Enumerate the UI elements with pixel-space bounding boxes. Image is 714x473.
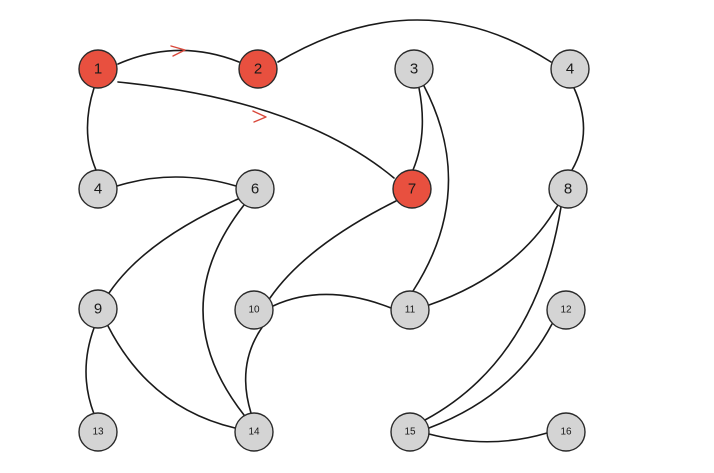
node-circle-n6 bbox=[235, 169, 275, 209]
node-label-n16: 16 bbox=[560, 427, 572, 438]
edge-n8-n15 bbox=[424, 206, 562, 421]
edge-n4a-n8 bbox=[571, 87, 585, 171]
node-n14: 14 bbox=[234, 412, 274, 452]
edge-n6-n9 bbox=[108, 198, 239, 294]
node-n13: 13 bbox=[78, 412, 118, 452]
edge-n15-n16 bbox=[428, 432, 548, 443]
node-label-n6: 6 bbox=[251, 181, 259, 198]
edge-n10-n14 bbox=[244, 325, 264, 414]
node-n3: 3 bbox=[394, 49, 434, 89]
node-label-n11: 11 bbox=[405, 305, 416, 316]
edge-n3-n7 bbox=[412, 87, 424, 171]
edge-n1-n4b bbox=[86, 87, 97, 171]
node-label-n8: 8 bbox=[564, 181, 572, 198]
node-circle-n2 bbox=[238, 49, 278, 89]
node-label-n7: 7 bbox=[408, 181, 416, 198]
arrowhead-n1-n7 bbox=[252, 110, 267, 123]
arrowhead-n1-n2 bbox=[170, 45, 186, 57]
node-label-n9: 9 bbox=[94, 301, 102, 318]
node-circle-n4b bbox=[78, 169, 118, 209]
node-circle-n8 bbox=[548, 169, 588, 209]
node-n10: 10 bbox=[234, 290, 274, 330]
edge-n8-n11 bbox=[428, 204, 559, 306]
node-n4a: 4 bbox=[550, 49, 590, 89]
node-circle-n13 bbox=[78, 412, 118, 452]
edge-n9-n14 bbox=[107, 325, 236, 429]
node-circle-n7 bbox=[392, 169, 432, 209]
edge-n1-n2 bbox=[117, 49, 240, 65]
node-n9: 9 bbox=[78, 289, 118, 329]
node-n12: 12 bbox=[546, 290, 586, 330]
edge-n3-n11 bbox=[412, 85, 450, 292]
node-circle-n4a bbox=[550, 49, 590, 89]
node-label-n10: 10 bbox=[248, 305, 260, 316]
node-circle-n15 bbox=[390, 412, 430, 452]
node-n2: 2 bbox=[238, 49, 278, 89]
edge-n6-n14 bbox=[202, 204, 245, 416]
node-circle-n3 bbox=[394, 49, 434, 89]
node-circle-n9 bbox=[78, 289, 118, 329]
node-n11: 11 bbox=[390, 290, 430, 330]
edge-n2-n4a bbox=[277, 19, 552, 63]
arrow-layer bbox=[170, 45, 267, 123]
edge-n4b-n6 bbox=[116, 176, 237, 187]
node-n7: 7 bbox=[392, 169, 432, 209]
node-circle-n10 bbox=[234, 290, 274, 330]
node-n16: 16 bbox=[546, 412, 586, 452]
node-circle-n14 bbox=[234, 412, 274, 452]
node-label-n1: 1 bbox=[94, 61, 102, 78]
edge-n7-n10 bbox=[269, 200, 397, 299]
edge-n9-n13 bbox=[85, 327, 95, 415]
node-label-n12: 12 bbox=[560, 305, 572, 316]
node-n4b: 4 bbox=[78, 169, 118, 209]
edge-layer bbox=[85, 19, 585, 443]
edge-n10-n11 bbox=[272, 293, 392, 309]
node-label-n15: 15 bbox=[404, 427, 416, 438]
node-circle-n11 bbox=[390, 290, 430, 330]
edge-n12-n15 bbox=[428, 323, 553, 429]
node-n6: 6 bbox=[235, 169, 275, 209]
node-label-n3: 3 bbox=[410, 61, 418, 78]
node-label-n2: 2 bbox=[254, 61, 262, 78]
node-circle-n12 bbox=[546, 290, 586, 330]
edge-n1-n7 bbox=[117, 81, 395, 179]
node-n8: 8 bbox=[548, 169, 588, 209]
node-label-n4a: 4 bbox=[566, 61, 574, 78]
node-circle-n16 bbox=[546, 412, 586, 452]
node-label-n14: 14 bbox=[248, 427, 260, 438]
node-n15: 15 bbox=[390, 412, 430, 452]
node-circle-n1 bbox=[78, 49, 118, 89]
node-n1: 1 bbox=[78, 49, 118, 89]
node-label-n4b: 4 bbox=[94, 181, 102, 198]
node-label-n13: 13 bbox=[92, 427, 104, 438]
